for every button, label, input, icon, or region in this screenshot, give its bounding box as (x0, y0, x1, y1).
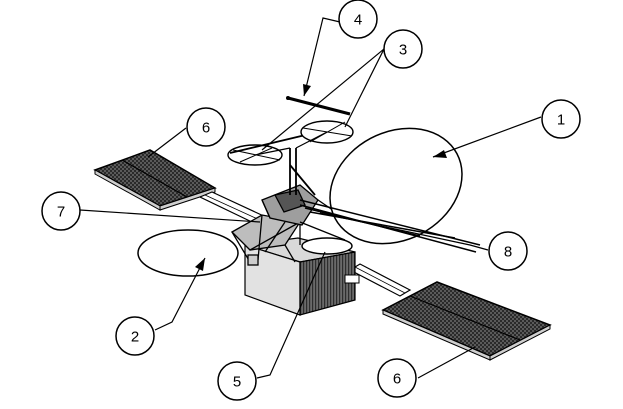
callout-3-label: 3 (399, 42, 407, 59)
callout-7: 7 (41, 191, 81, 231)
callout-1: 1 (541, 99, 581, 139)
cross-antennas (227, 120, 354, 166)
callout-7-label: 7 (57, 204, 65, 221)
callout-8: 8 (488, 231, 528, 271)
central-mast (289, 148, 316, 196)
callout-6-bottom-label: 6 (393, 371, 401, 388)
callout-5-label: 5 (233, 374, 241, 391)
truss-frame (230, 184, 346, 266)
callout-3: 3 (383, 29, 423, 69)
high-gain-antenna (329, 127, 463, 245)
callout-6-bottom: 6 (377, 358, 417, 398)
solar-panel-lower-right (381, 281, 552, 361)
leader-lines (79, 17, 542, 379)
callout-1-label: 1 (557, 112, 565, 129)
callout-6-top-label: 6 (202, 120, 210, 137)
spacecraft-bus (244, 237, 360, 316)
low-gain-antenna (137, 229, 239, 277)
callout-5: 5 (217, 361, 257, 401)
callout-4: 4 (338, 0, 378, 39)
callout-2-label: 2 (131, 329, 139, 346)
callout-6-top: 6 (186, 107, 226, 147)
rod-antenna (286, 96, 351, 116)
propellant-tank (301, 237, 353, 255)
solar-panel-boom-right (348, 263, 412, 297)
callout-2: 2 (115, 316, 155, 356)
callout-8-label: 8 (504, 244, 512, 261)
solar-panel-upper-left (93, 149, 217, 211)
callout-4-label: 4 (354, 12, 362, 29)
